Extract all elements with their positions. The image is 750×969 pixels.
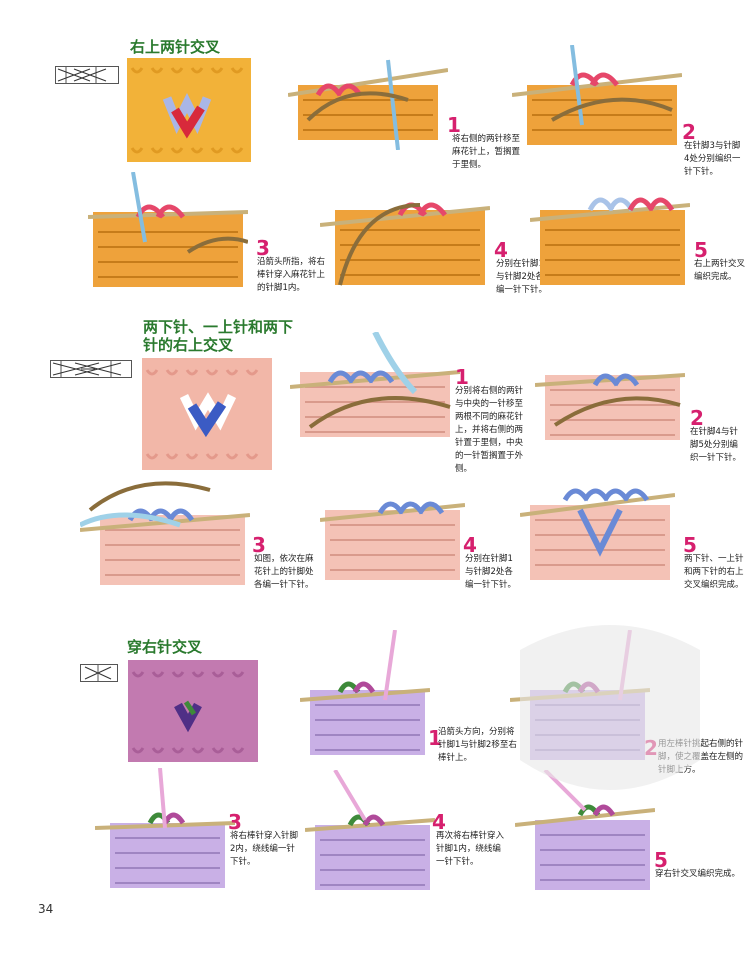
section-title-1: 右上两针交叉 bbox=[130, 38, 221, 56]
step-caption-1-5: 右上两针交叉编织完成。 bbox=[694, 259, 746, 282]
section-title-3: 穿右针交叉 bbox=[127, 638, 203, 656]
step-1-1-illustration bbox=[288, 59, 448, 150]
step-number-1-2: 2 bbox=[682, 120, 696, 144]
step-number-2-4: 4 bbox=[463, 533, 477, 557]
step-number-2-1: 1 bbox=[455, 365, 469, 389]
section-title-2: 两下针、一上针和两下针的右上交叉 bbox=[143, 318, 294, 354]
step-caption-2-1: 分别将右侧的两针与中央的一针移至两根不同的麻花针上，并将右侧的两针置于里侧，中央… bbox=[455, 386, 524, 474]
step-3-4-illustration bbox=[305, 770, 435, 890]
step-number-2-2: 2 bbox=[690, 406, 704, 430]
swatch-photo-3 bbox=[128, 660, 258, 762]
step-number-1-1: 1 bbox=[447, 113, 461, 137]
step-number-1-3: 3 bbox=[256, 236, 270, 260]
step-caption-1-1: 将右侧的两针移至麻花针上，暂搁置于里侧。 bbox=[452, 134, 521, 170]
step-2-4-illustration bbox=[320, 501, 465, 580]
step-number-1-4: 4 bbox=[494, 238, 508, 262]
step-number-1-5: 5 bbox=[694, 238, 708, 262]
step-2-1-illustration bbox=[290, 332, 460, 437]
cable-symbol-icon-3 bbox=[80, 664, 118, 682]
step-3-3-illustration bbox=[95, 768, 235, 888]
step-caption-3-4: 再次将右棒针穿入针脚1内，绕线编一针下针。 bbox=[436, 831, 505, 867]
step-number-3-1: 1 bbox=[428, 726, 442, 750]
step-1-4-illustration bbox=[320, 202, 490, 286]
step-caption-2-4: 分别在针脚1与针脚2处各编一针下针。 bbox=[465, 554, 517, 590]
step-2-2-illustration bbox=[535, 373, 685, 440]
step-number-2-5: 5 bbox=[683, 533, 697, 557]
step-1-5-illustration bbox=[530, 197, 690, 285]
step-3-1-illustration bbox=[300, 630, 430, 755]
cable-symbol-icon bbox=[55, 66, 119, 84]
step-number-3-4: 4 bbox=[432, 810, 446, 834]
step-3-5-illustration bbox=[515, 770, 655, 890]
step-number-3-3: 3 bbox=[228, 810, 242, 834]
step-number-3-5: 5 bbox=[654, 848, 668, 872]
swatch-photo-1 bbox=[127, 58, 251, 162]
swatch-photo-2 bbox=[142, 358, 272, 470]
cable-symbol-icon-2 bbox=[50, 360, 132, 378]
step-caption-3-3: 将右棒针穿入针脚2内，绕线编一针下针。 bbox=[230, 831, 299, 867]
watermark-text: PDG bbox=[675, 783, 705, 799]
step-2-5-illustration bbox=[520, 488, 675, 580]
step-number-2-3: 3 bbox=[252, 533, 266, 557]
step-caption-2-5: 两下针、一上针和两下针的右上交叉编织完成。 bbox=[684, 554, 744, 590]
step-caption-2-2: 在针脚4与针脚5处分别编织一针下针。 bbox=[690, 427, 742, 463]
step-2-3-illustration bbox=[80, 481, 250, 585]
step-caption-2-3: 如图，依次在麻花针上的针脚处各编一针下针。 bbox=[254, 554, 314, 590]
step-caption-1-2: 在针脚3与针脚4处分别编织一针下针。 bbox=[684, 141, 741, 177]
step-caption-1-4: 分别在针脚1与针脚2处各编一针下针。 bbox=[496, 259, 548, 295]
step-caption-1-3: 沿箭头所指，将右棒针穿入麻花针上的针脚1内。 bbox=[257, 257, 326, 293]
step-1-2-illustration bbox=[512, 45, 682, 145]
step-caption-3-5: 穿右针交叉编织完成。 bbox=[655, 869, 741, 879]
page-number: 34 bbox=[38, 902, 54, 916]
watermark-seal-icon: PDG bbox=[520, 625, 705, 799]
step-caption-3-1: 沿箭头方向，分别将针脚1与针脚2移至右棒针上。 bbox=[438, 727, 517, 763]
step-1-3-illustration bbox=[88, 172, 248, 287]
